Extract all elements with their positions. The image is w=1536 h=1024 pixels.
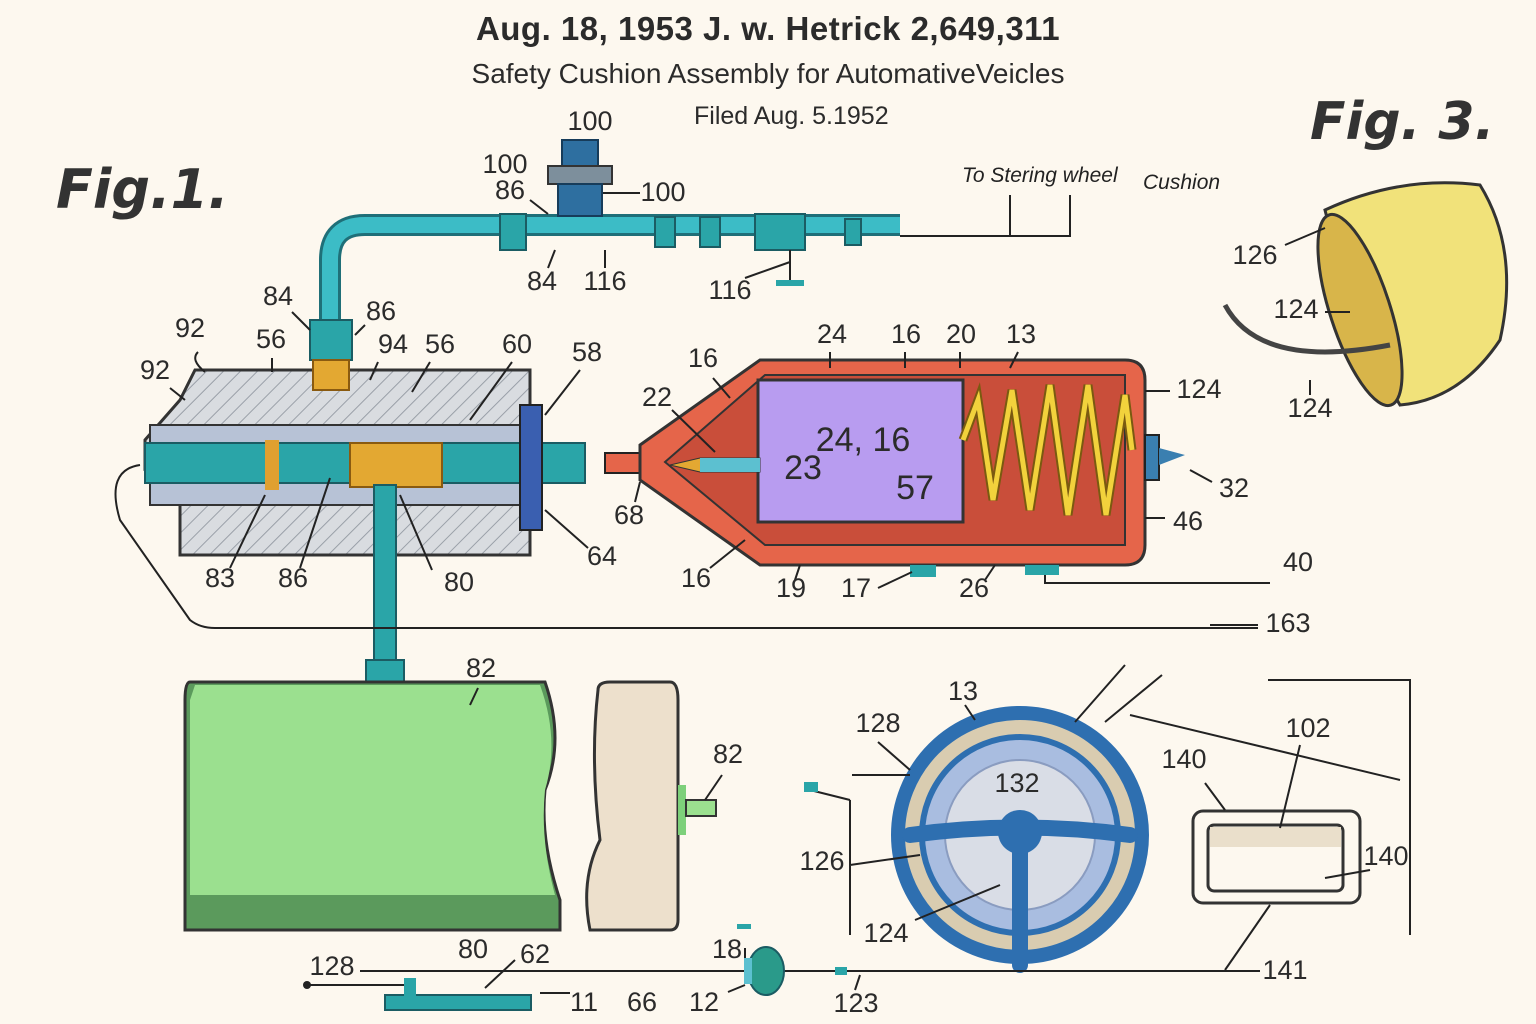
label-22: 22 bbox=[642, 382, 672, 412]
label-11: 11 bbox=[570, 987, 598, 1017]
patent-subtitle: Safety Cushion Assembly for AutomativeVe… bbox=[471, 58, 1065, 89]
supply-pipe bbox=[319, 195, 1071, 320]
label-124: 124 bbox=[1176, 374, 1221, 404]
label-56: 56 bbox=[425, 329, 455, 359]
label-86: 86 bbox=[278, 563, 308, 593]
figure-3-label: Fig. 3. bbox=[1310, 92, 1495, 152]
label-140: 140 bbox=[1161, 744, 1206, 774]
label-100: 100 bbox=[567, 106, 612, 136]
label-92: 92 bbox=[140, 355, 170, 385]
reference-numerals: 100 100 86 100 84 116 116 84 86 92 56 94… bbox=[140, 106, 1409, 1018]
patent-title: Aug. 18, 1953 J. w. Hetrick 2,649,311 bbox=[475, 10, 1061, 47]
label-40: 40 bbox=[1283, 547, 1313, 577]
label-12: 12 bbox=[689, 987, 719, 1017]
gas-cylinder bbox=[114, 319, 1258, 683]
label-84: 84 bbox=[263, 281, 293, 311]
inflator-housing bbox=[604, 358, 1270, 584]
label-123: 123 bbox=[833, 988, 878, 1018]
label-86: 86 bbox=[495, 175, 525, 205]
figure-1-label: Fig.1. bbox=[56, 158, 229, 221]
filed-date: Filed Aug. 5.1952 bbox=[694, 102, 889, 130]
label-140: 140 bbox=[1363, 841, 1408, 871]
steering-wheel-note: To Stering wheel bbox=[962, 164, 1118, 187]
label-92: 92 bbox=[175, 313, 205, 343]
label-86: 86 bbox=[366, 296, 396, 326]
label-32: 32 bbox=[1219, 473, 1249, 503]
label-82: 82 bbox=[713, 739, 743, 769]
label-126: 126 bbox=[799, 846, 844, 876]
label-60: 60 bbox=[502, 329, 532, 359]
label-19: 19 bbox=[776, 573, 806, 603]
label-17: 17 bbox=[841, 573, 871, 603]
label-82: 82 bbox=[466, 653, 496, 683]
label-26: 26 bbox=[959, 573, 989, 603]
label-126: 126 bbox=[1232, 240, 1277, 270]
label-128: 128 bbox=[855, 708, 900, 738]
trigger-line bbox=[303, 924, 1260, 1011]
label-16: 16 bbox=[681, 563, 711, 593]
control-box bbox=[1191, 809, 1362, 971]
label-132: 132 bbox=[994, 768, 1039, 798]
steering-wheel bbox=[804, 664, 1411, 973]
label-83: 83 bbox=[205, 563, 235, 593]
label-24: 24 bbox=[817, 319, 847, 349]
label-100: 100 bbox=[482, 149, 527, 179]
label-116: 116 bbox=[583, 266, 626, 296]
label-20: 20 bbox=[946, 319, 976, 349]
label-163: 163 bbox=[1265, 608, 1310, 638]
label-141: 141 bbox=[1262, 955, 1307, 985]
label-23: 23 bbox=[784, 449, 822, 487]
label-16: 16 bbox=[891, 319, 921, 349]
cushion-note: Cushion bbox=[1143, 171, 1221, 194]
valve-100 bbox=[547, 139, 613, 217]
label-18: 18 bbox=[712, 934, 742, 964]
label-66: 66 bbox=[627, 987, 657, 1017]
label-58: 58 bbox=[572, 337, 602, 367]
label-116: 116 bbox=[708, 275, 751, 305]
label-94: 94 bbox=[378, 329, 408, 359]
label-57: 57 bbox=[896, 469, 934, 507]
label-16: 16 bbox=[688, 343, 718, 373]
label-100: 100 bbox=[640, 177, 685, 207]
reservoir-bag bbox=[183, 680, 717, 932]
label-80: 80 bbox=[444, 567, 474, 597]
label-128: 128 bbox=[309, 951, 354, 981]
label-80: 80 bbox=[458, 934, 488, 964]
label-56: 56 bbox=[256, 324, 286, 354]
leader-lines bbox=[169, 192, 1371, 994]
label-68: 68 bbox=[614, 500, 644, 530]
label-62: 62 bbox=[520, 939, 550, 969]
label-124: 124 bbox=[1273, 294, 1318, 324]
label-13: 13 bbox=[1006, 319, 1036, 349]
label-46: 46 bbox=[1173, 506, 1203, 536]
label-102: 102 bbox=[1285, 713, 1330, 743]
label-13: 13 bbox=[948, 676, 978, 706]
label-124: 124 bbox=[863, 918, 908, 948]
label-64: 64 bbox=[587, 541, 617, 571]
label-124: 124 bbox=[1287, 393, 1332, 423]
fig3-cushion bbox=[1222, 181, 1509, 408]
label-84: 84 bbox=[527, 266, 557, 296]
label-24-16: 24, 16 bbox=[816, 421, 911, 459]
